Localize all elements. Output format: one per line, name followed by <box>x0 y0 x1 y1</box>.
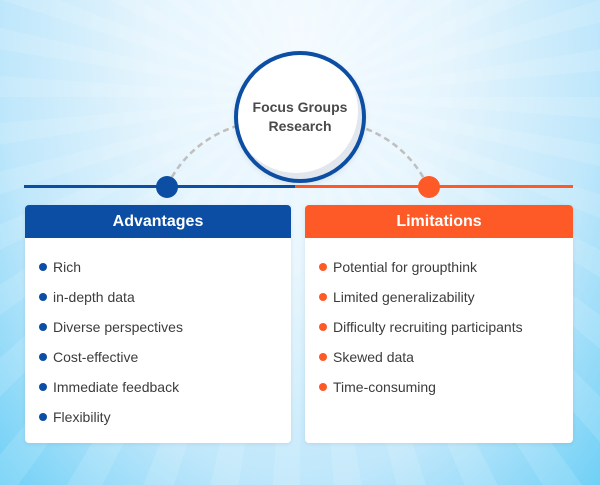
dashed-connector-left <box>165 123 241 187</box>
limitations-card: Limitations Potential for groupthink Lim… <box>305 205 573 443</box>
list-item: Limited generalizability <box>319 282 573 312</box>
list-item: Time-consuming <box>319 372 573 402</box>
list-item: Rich <box>39 252 291 282</box>
list-item: Diverse perspectives <box>39 312 291 342</box>
advantages-node <box>156 176 178 198</box>
bullet-icon <box>319 323 327 331</box>
bullet-icon <box>39 353 47 361</box>
advantages-list: Rich in-depth data Diverse perspectives … <box>25 238 291 432</box>
dashed-connector-right <box>354 123 430 187</box>
center-title: Focus Groups Research <box>252 99 348 134</box>
list-item: Skewed data <box>319 342 573 372</box>
bullet-icon <box>319 353 327 361</box>
list-item: Flexibility <box>39 402 291 432</box>
bullet-icon <box>39 413 47 421</box>
limitations-node <box>418 176 440 198</box>
list-item: Cost-effective <box>39 342 291 372</box>
list-item: Potential for groupthink <box>319 252 573 282</box>
center-topic-circle: Focus Groups Research <box>234 51 366 183</box>
limitations-header: Limitations <box>305 205 573 238</box>
bullet-icon <box>39 383 47 391</box>
bullet-icon <box>39 323 47 331</box>
bullet-icon <box>39 293 47 301</box>
limitations-list: Potential for groupthink Limited general… <box>305 238 573 402</box>
bullet-icon <box>319 293 327 301</box>
bullet-icon <box>319 263 327 271</box>
list-item: in-depth data <box>39 282 291 312</box>
advantages-card: Advantages Rich in-depth data Diverse pe… <box>25 205 291 443</box>
bullet-icon <box>39 263 47 271</box>
list-item: Difficulty recruiting participants <box>319 312 573 342</box>
advantages-header: Advantages <box>25 205 291 238</box>
bullet-icon <box>319 383 327 391</box>
list-item: Immediate feedback <box>39 372 291 402</box>
